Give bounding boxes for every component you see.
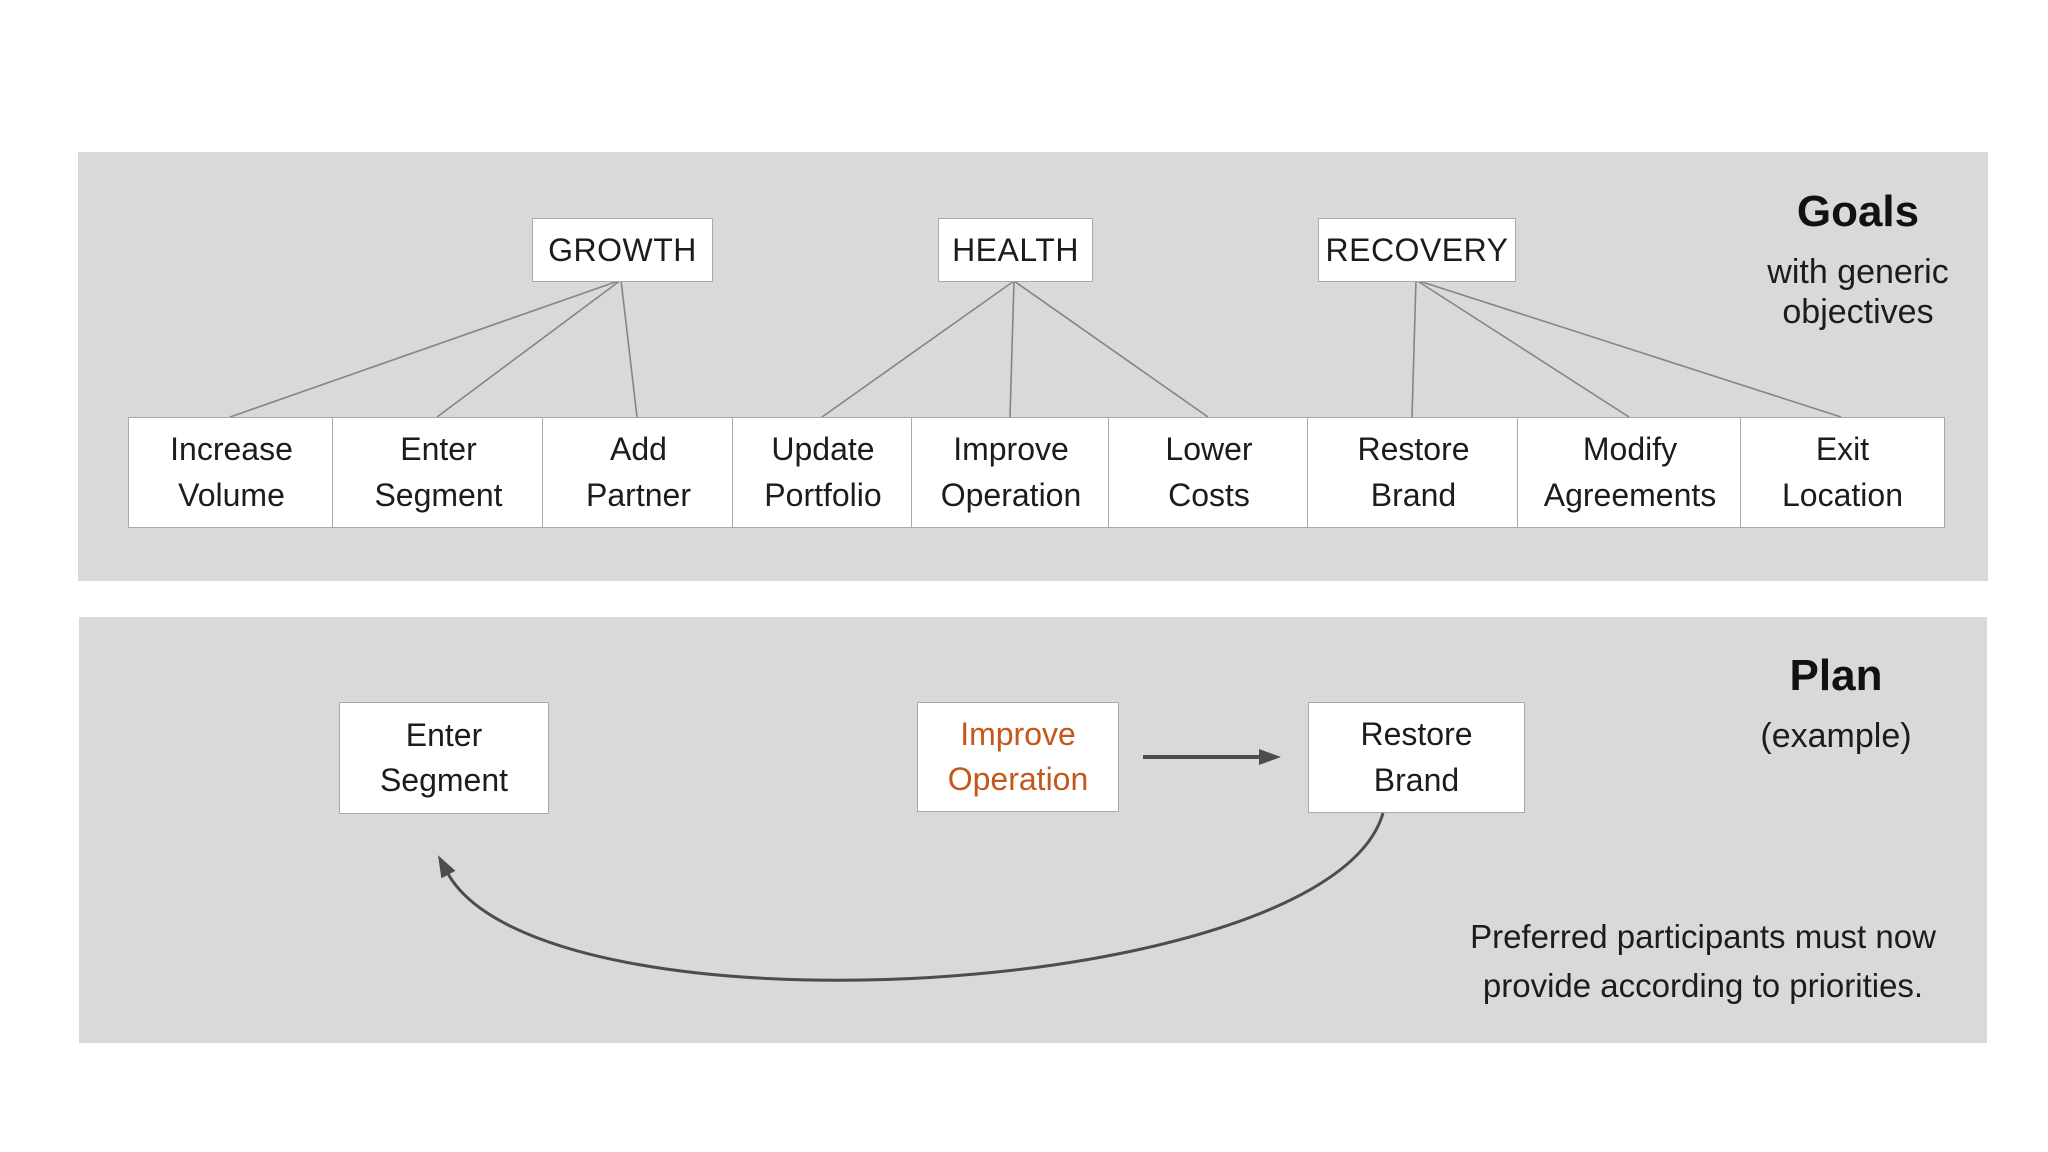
plan-heading-block: Plan (example) [1686,650,1986,756]
objective-box-restore-brand: Restore Brand [1307,417,1520,528]
plan-box-improve-operation: Improve Operation [917,702,1119,812]
plan-subheading: (example) [1760,717,1912,755]
goal-label: HEALTH [952,231,1079,268]
plan-heading: Plan [1789,651,1883,700]
objective-label: Modify Agreements [1543,431,1717,513]
plan-note: Preferred participants must now provide … [1420,912,1986,1010]
goals-heading-block: Goals with generic objectives [1708,186,2008,332]
goals-heading: Goals [1796,187,1920,236]
objective-box-increase-volume: Increase Volume [128,417,335,528]
objective-label: Enter Segment [374,431,503,513]
plan-box-enter-segment: Enter Segment [339,702,549,814]
goal-label: RECOVERY [1325,231,1509,268]
goal-label: GROWTH [548,231,697,268]
objective-box-add-partner: Add Partner [542,417,735,528]
plan-step-label-highlighted: Improve Operation [947,715,1089,797]
plan-box-restore-brand: Restore Brand [1308,702,1525,813]
goal-box-health: HEALTH [938,218,1093,282]
objective-box-update-portfolio: Update Portfolio [732,417,914,528]
objective-label: Exit Location [1782,431,1903,513]
goals-subheading: with generic objectives [1708,252,2008,332]
objective-label: Lower Costs [1165,431,1253,513]
objective-box-exit-location: Exit Location [1740,417,1945,528]
objective-box-improve-operation: Improve Operation [911,417,1111,528]
plan-step-label: Enter Segment [379,716,509,798]
objective-box-modify-agreements: Modify Agreements [1517,417,1743,528]
plan-note-line1: Preferred participants must now [1470,918,1936,955]
plan-note-line2: provide according to priorities. [1482,967,1924,1004]
objective-label: Update Portfolio [764,431,882,513]
goals-subheading-line2: objectives [1782,293,1934,331]
objective-label: Add Partner [586,431,691,513]
objective-label: Increase Volume [170,431,293,513]
plan-step-label: Restore Brand [1360,716,1473,798]
objective-label: Improve Operation [940,431,1082,513]
objective-box-enter-segment: Enter Segment [332,417,545,528]
objective-box-lower-costs: Lower Costs [1108,417,1310,528]
objective-label: Restore Brand [1357,431,1470,513]
goals-subheading-line1: with generic [1767,253,1949,291]
goal-box-recovery: RECOVERY [1318,218,1516,282]
goal-box-growth: GROWTH [532,218,713,282]
